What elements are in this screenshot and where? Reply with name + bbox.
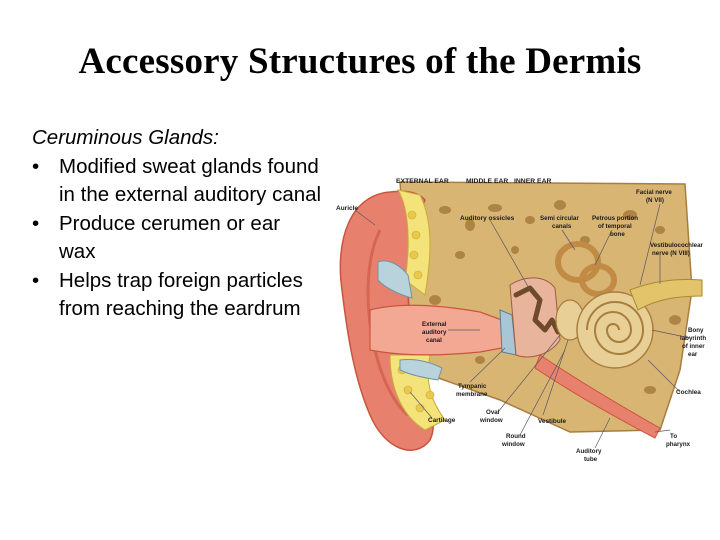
bullet-item: • Modified sweat glands found in the exte…	[32, 153, 322, 210]
label-auditory-ossicles: Auditory ossicles	[460, 215, 515, 222]
bullet-item: • Helps trap foreign particles from reach…	[32, 267, 322, 324]
label-oval-1: Oval	[486, 409, 500, 416]
label-tympanic-1: Tympanic	[458, 383, 487, 390]
ceruminous-gland-upper	[377, 260, 413, 299]
bullet-marker: •	[32, 211, 40, 235]
label-vestibule: Vestibule	[538, 418, 567, 425]
vestibulocochlear-nerve	[629, 279, 703, 311]
subheading: Ceruminous Glands:	[32, 126, 219, 149]
label-middle-ear: MIDDLE EAR	[466, 178, 508, 185]
bullet-text: Modified sweat glands found in the exter…	[59, 154, 322, 207]
cartilage-upper	[396, 189, 431, 296]
label-auditory-tube-2: tube	[584, 456, 598, 463]
bullet-item: • Produce cerumen or ear wax	[32, 210, 322, 267]
label-petrous-2: of temporal	[598, 223, 632, 230]
label-ext-canal-1: External	[422, 321, 447, 328]
label-semicircular-1: Semi circular	[540, 215, 579, 222]
label-round-2: window	[501, 441, 525, 448]
label-bony-4: ear	[688, 351, 698, 358]
cochlea	[576, 291, 654, 369]
label-auricle: Auricle	[336, 205, 358, 212]
label-semicircular-2: canals	[552, 223, 572, 230]
label-round-1: Round	[506, 433, 526, 440]
label-facial-1: Facial nerve	[636, 189, 672, 196]
ceruminous-gland-lower	[399, 359, 443, 381]
label-external-ear: EXTERNAL EAR	[396, 178, 449, 185]
auditory-tube	[534, 354, 661, 439]
label-ext-canal-2: auditory	[422, 329, 447, 336]
label-pointers	[354, 203, 691, 449]
bullet-text: Produce cerumen or ear wax	[59, 211, 281, 264]
bullet-text: Helps trap foreign particles from reachi…	[59, 268, 303, 321]
label-petrous-3: bone	[610, 231, 625, 238]
ossicles	[513, 285, 561, 335]
bone-texture	[429, 200, 681, 414]
label-to-1: To	[670, 433, 677, 440]
label-facial-2: (N VII)	[646, 197, 664, 204]
bullet-marker: •	[32, 154, 40, 178]
label-auditory-tube-1: Auditory	[576, 448, 602, 455]
label-oval-2: window	[479, 417, 503, 424]
slide-body: Ceruminous Glands: • Modified sweat gland…	[32, 124, 322, 324]
label-to-2: pharynx	[666, 441, 691, 448]
slide-title: Accessory Structures of the Dermis	[78, 41, 642, 82]
bullet-list: • Modified sweat glands found in the exte…	[32, 153, 322, 324]
label-bony-1: Bony	[688, 327, 704, 334]
semicircular-canals	[555, 241, 617, 297]
label-vestibulocochlear-1: Vestibulocochlear	[650, 242, 704, 249]
label-tympanic-2: membrane	[456, 391, 488, 398]
label-vestibulocochlear-2: nerve (N VIII)	[652, 250, 690, 257]
ear-anatomy-illustration: EXTERNAL EAR MIDDLE EAR INNER EAR Auricl…	[336, 178, 706, 463]
label-cartilage: Cartilage	[428, 417, 456, 424]
label-inner-ear: INNER EAR	[514, 178, 551, 185]
label-bony-2: labyrinth	[680, 335, 706, 342]
label-bony-3: of inner	[682, 343, 705, 350]
label-cochlea: Cochlea	[676, 389, 701, 396]
bullet-marker: •	[32, 268, 40, 292]
label-petrous-1: Petrous portion	[592, 215, 638, 222]
label-ext-canal-3: canal	[426, 337, 442, 344]
